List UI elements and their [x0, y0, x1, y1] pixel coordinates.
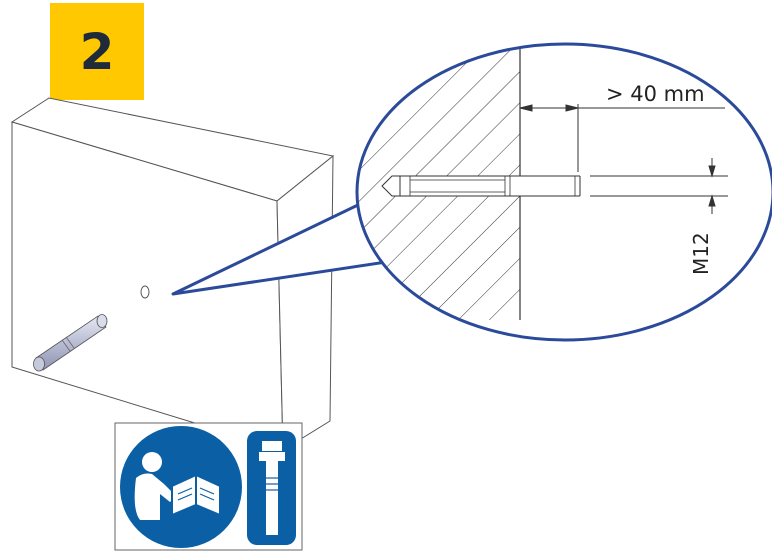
step-number: 2	[79, 22, 115, 81]
thread-size-label: M12	[689, 232, 713, 275]
drill-hole	[140, 285, 150, 299]
bolt-section	[381, 175, 581, 197]
depth-dimension	[519, 104, 725, 172]
depth-label: > 40 mm	[606, 82, 705, 106]
magnified-detail	[355, 42, 772, 342]
anchor-bolt-icon	[247, 431, 296, 545]
read-manual-icon	[120, 426, 242, 548]
anchor-bolt	[33, 314, 108, 372]
wall-block	[10, 97, 335, 451]
icon-panel	[114, 422, 303, 551]
step-badge: 2	[50, 3, 144, 100]
thread-dimension	[590, 158, 728, 214]
